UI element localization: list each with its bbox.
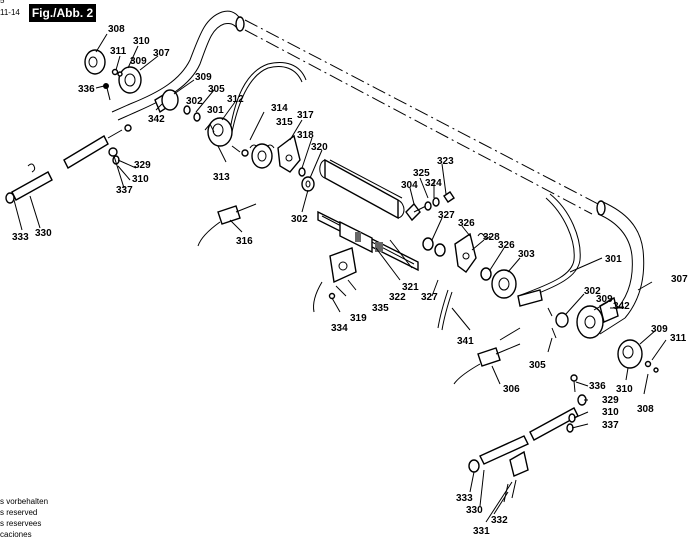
part-labels: 308 311 310 307 309 336 309 305 302 312 … xyxy=(12,24,688,537)
label-311b: 311 xyxy=(670,333,687,344)
label-305: 305 xyxy=(208,84,225,95)
label-306: 306 xyxy=(503,384,520,395)
label-312: 312 xyxy=(227,94,244,105)
label-309d: 309 xyxy=(651,324,668,335)
part-335-bracket xyxy=(329,247,357,284)
part-309-hub-left xyxy=(118,66,142,94)
label-342b: 342 xyxy=(613,301,630,312)
label-333: 333 xyxy=(12,232,29,243)
label-304: 304 xyxy=(401,180,418,191)
label-317: 317 xyxy=(297,110,314,121)
header-stub: 5 xyxy=(0,0,5,5)
label-310b: 310 xyxy=(616,384,633,395)
frame-tube-right xyxy=(591,200,645,335)
label-310d: 310 xyxy=(132,174,149,185)
label-322: 322 xyxy=(389,292,406,303)
part-304-bolt xyxy=(405,202,427,222)
label-329b: 329 xyxy=(602,395,619,406)
label-308b: 308 xyxy=(637,404,654,415)
part-316-switch-left xyxy=(197,203,257,247)
label-336b: 336 xyxy=(589,381,606,392)
part-330-shaft-left xyxy=(5,124,132,204)
label-325: 325 xyxy=(413,168,430,179)
disclaimer-1: s vorbehalten xyxy=(0,497,49,506)
label-323: 323 xyxy=(437,156,454,167)
label-314: 314 xyxy=(271,103,288,114)
label-313: 313 xyxy=(213,172,230,183)
label-326b: 326 xyxy=(498,240,515,251)
label-332: 332 xyxy=(491,515,508,526)
label-310: 310 xyxy=(133,36,150,47)
label-330: 330 xyxy=(35,228,52,239)
label-318: 318 xyxy=(297,130,314,141)
label-309: 309 xyxy=(130,56,147,67)
label-308: 308 xyxy=(108,24,125,35)
label-303: 303 xyxy=(518,249,535,260)
label-310c: 310 xyxy=(602,407,619,418)
label-336: 336 xyxy=(78,84,95,95)
label-311: 311 xyxy=(110,46,127,57)
disclaimer-3: s reservees xyxy=(0,519,42,528)
part-320-housing xyxy=(319,158,405,220)
label-333b: 333 xyxy=(456,493,473,504)
disclaimer-4: caciones xyxy=(0,530,32,539)
label-307: 307 xyxy=(153,48,170,59)
label-324: 324 xyxy=(425,178,442,189)
label-301b: 301 xyxy=(605,254,622,265)
part-321-rail xyxy=(317,210,419,272)
centre-line-2 xyxy=(244,29,593,215)
label-330b: 330 xyxy=(466,505,483,516)
label-342: 342 xyxy=(148,114,165,125)
disclaimer-2: s reserved xyxy=(0,508,38,517)
label-334: 334 xyxy=(331,323,348,334)
label-309b: 309 xyxy=(195,72,212,83)
cable-right xyxy=(519,193,581,301)
label-321: 321 xyxy=(402,282,419,293)
label-316: 316 xyxy=(236,236,253,247)
label-315: 315 xyxy=(276,117,293,128)
label-301: 301 xyxy=(207,105,224,116)
part-330-shaft-right xyxy=(468,407,579,503)
label-326: 326 xyxy=(458,218,475,229)
label-320: 320 xyxy=(311,142,328,153)
label-309c: 309 xyxy=(596,294,613,305)
label-337: 337 xyxy=(116,185,133,196)
leader-lines xyxy=(13,33,667,523)
label-331: 331 xyxy=(473,526,490,537)
figure-title: Fig./Abb. 2 xyxy=(29,4,96,22)
label-302: 302 xyxy=(186,96,203,107)
label-341: 341 xyxy=(457,336,474,347)
part-306-switch-right xyxy=(453,343,521,385)
label-328: 328 xyxy=(483,232,500,243)
label-305b: 305 xyxy=(529,360,546,371)
document-code: 11-14 xyxy=(0,8,20,17)
label-335: 335 xyxy=(372,303,389,314)
part-308-knob-left xyxy=(84,49,106,75)
label-337b: 337 xyxy=(602,420,619,431)
cable-upper xyxy=(229,62,307,131)
label-302c: 302 xyxy=(584,286,601,297)
centre-line-1 xyxy=(244,19,601,206)
label-327b: 327 xyxy=(421,292,438,303)
label-327: 327 xyxy=(438,210,455,221)
label-319: 319 xyxy=(350,313,367,324)
label-307b: 307 xyxy=(671,274,688,285)
label-302b: 302 xyxy=(291,214,308,225)
label-329: 329 xyxy=(134,160,151,171)
